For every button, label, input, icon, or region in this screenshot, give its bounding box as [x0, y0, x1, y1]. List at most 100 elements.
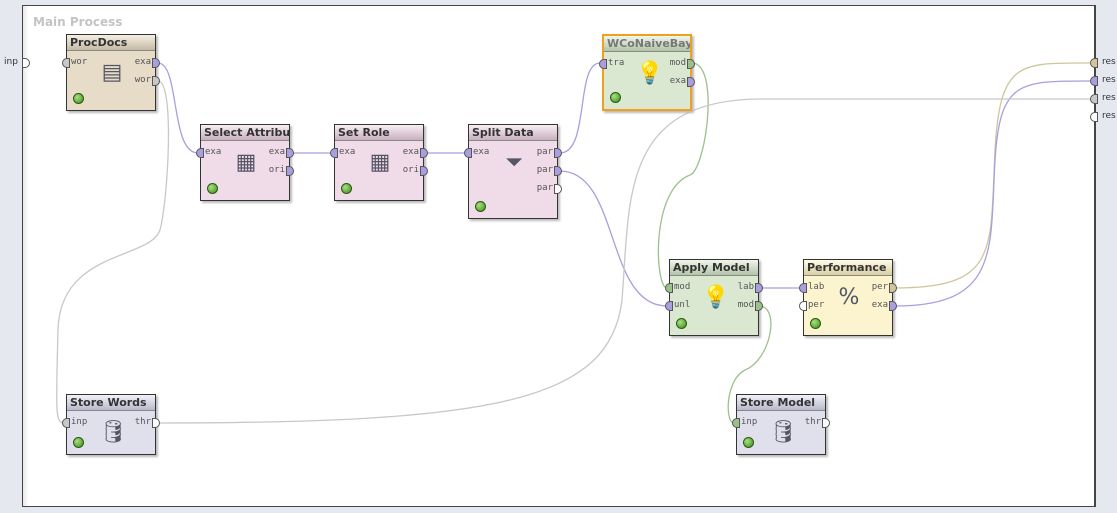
port-label: exa	[268, 147, 285, 157]
port-label: wor	[71, 57, 88, 67]
port-label: exa	[134, 57, 151, 67]
operator-procdocs[interactable]: ProcDocs wor exa wor ▤	[62, 34, 160, 111]
operator-select[interactable]: Select Attribu... exa exa ori ▦	[196, 124, 294, 201]
canvas-output-label: res	[1102, 111, 1116, 121]
output-port-exa[interactable]	[420, 148, 428, 158]
operator-nb[interactable]: WCoNaiveBay... tra mod exa 💡	[599, 34, 695, 111]
port-label: ori	[402, 165, 419, 175]
output-port-wor[interactable]	[152, 76, 160, 86]
canvas-output-port-4[interactable]	[1090, 112, 1098, 122]
port-label: tra	[608, 58, 625, 68]
port-label: exa	[871, 300, 888, 310]
output-port-thr[interactable]	[152, 418, 160, 428]
operator-title: ProcDocs	[67, 35, 155, 51]
port-label: exa	[205, 147, 222, 157]
operator-title: Store Model	[737, 395, 825, 411]
output-port-thr[interactable]	[822, 418, 830, 428]
port-label: thr	[804, 417, 821, 427]
output-port-lab[interactable]	[755, 283, 763, 293]
table-edit-icon: ▦	[369, 150, 391, 175]
output-port-mod[interactable]	[755, 301, 763, 311]
port-label: unl	[674, 300, 691, 310]
canvas-output-port-3[interactable]	[1090, 94, 1098, 104]
port-label: par	[536, 147, 553, 157]
input-port-mod[interactable]	[665, 283, 673, 293]
output-port-per[interactable]	[889, 283, 897, 293]
status-led-icon	[743, 437, 754, 448]
lightbulb-icon: 💡	[636, 61, 664, 86]
store-database-icon: 🛢	[99, 420, 127, 445]
port-label: lab	[808, 282, 825, 292]
port-label: exa	[473, 147, 490, 157]
input-port-unl[interactable]	[665, 301, 673, 311]
port-label: exa	[669, 76, 686, 86]
operator-title: Performance	[804, 260, 892, 276]
operator-title: Store Words	[67, 395, 155, 411]
status-led-icon	[676, 318, 687, 329]
output-port-ori[interactable]	[420, 166, 428, 176]
operator-storewords[interactable]: Store Words inp thr 🛢	[62, 394, 160, 455]
input-port-inp[interactable]	[732, 418, 740, 428]
port-label: par	[536, 183, 553, 193]
canvas-output-label: res	[1102, 75, 1116, 85]
percent-icon: %	[838, 285, 860, 310]
output-port-par[interactable]	[554, 148, 562, 158]
output-port-par[interactable]	[554, 166, 562, 176]
input-port-inp[interactable]	[62, 418, 70, 428]
port-label: mod	[674, 282, 691, 292]
port-label: thr	[134, 417, 151, 427]
port-label: per	[871, 282, 888, 292]
canvas-input-port[interactable]	[22, 58, 30, 68]
status-led-icon	[341, 183, 352, 194]
output-port-ori[interactable]	[286, 166, 294, 176]
operator-split[interactable]: Split Data exa par par par ⏷	[464, 124, 562, 219]
table-delete-icon: ▦	[235, 150, 257, 175]
process-canvas[interactable]: Main Process	[22, 5, 1096, 507]
output-port-exa[interactable]	[687, 77, 695, 87]
status-led-icon	[73, 437, 84, 448]
operator-setrole[interactable]: Set Role exa exa ori ▦	[330, 124, 428, 201]
operator-title: Set Role	[335, 125, 423, 141]
canvas-input-label: inp	[4, 57, 18, 67]
input-port-exa[interactable]	[464, 148, 472, 158]
operator-title: Select Attribu...	[201, 125, 289, 141]
operator-title: Apply Model	[670, 260, 758, 276]
canvas-output-label: res	[1102, 57, 1116, 67]
output-port-mod[interactable]	[687, 59, 695, 69]
port-label: inp	[71, 417, 88, 427]
input-port-exa[interactable]	[196, 148, 204, 158]
canvas-output-port-1[interactable]	[1090, 58, 1098, 68]
canvas-output-port-2[interactable]	[1090, 76, 1098, 86]
status-led-icon	[610, 92, 621, 103]
port-label: mod	[669, 58, 686, 68]
port-label: inp	[741, 417, 758, 427]
output-port-exa[interactable]	[152, 58, 160, 68]
port-label: ori	[268, 165, 285, 175]
input-port-lab[interactable]	[799, 283, 807, 293]
port-label: exa	[402, 147, 419, 157]
input-port-per[interactable]	[799, 301, 807, 311]
operator-storemodel[interactable]: Store Model inp thr 🛢	[732, 394, 830, 455]
output-port-exa[interactable]	[889, 301, 897, 311]
output-port-par[interactable]	[554, 184, 562, 194]
store-database-icon: 🛢	[769, 420, 797, 445]
operator-perf[interactable]: Performance lab per per exa%	[799, 259, 897, 336]
input-port-wor[interactable]	[62, 58, 70, 68]
funnel-icon: ⏷	[505, 150, 523, 175]
status-led-icon	[475, 201, 486, 212]
canvas-output-label: res	[1102, 93, 1116, 103]
document-icon: ▤	[101, 60, 123, 85]
output-port-exa[interactable]	[286, 148, 294, 158]
port-label: wor	[134, 75, 151, 85]
process-title: Main Process	[33, 15, 123, 29]
status-led-icon	[207, 183, 218, 194]
status-led-icon	[810, 318, 821, 329]
operator-title: Split Data	[469, 125, 557, 141]
port-label: per	[808, 300, 825, 310]
input-port-tra[interactable]	[599, 59, 607, 69]
port-label: par	[536, 165, 553, 175]
input-port-exa[interactable]	[330, 148, 338, 158]
operator-title: WCoNaiveBay...	[604, 36, 690, 52]
port-label: exa	[339, 147, 356, 157]
